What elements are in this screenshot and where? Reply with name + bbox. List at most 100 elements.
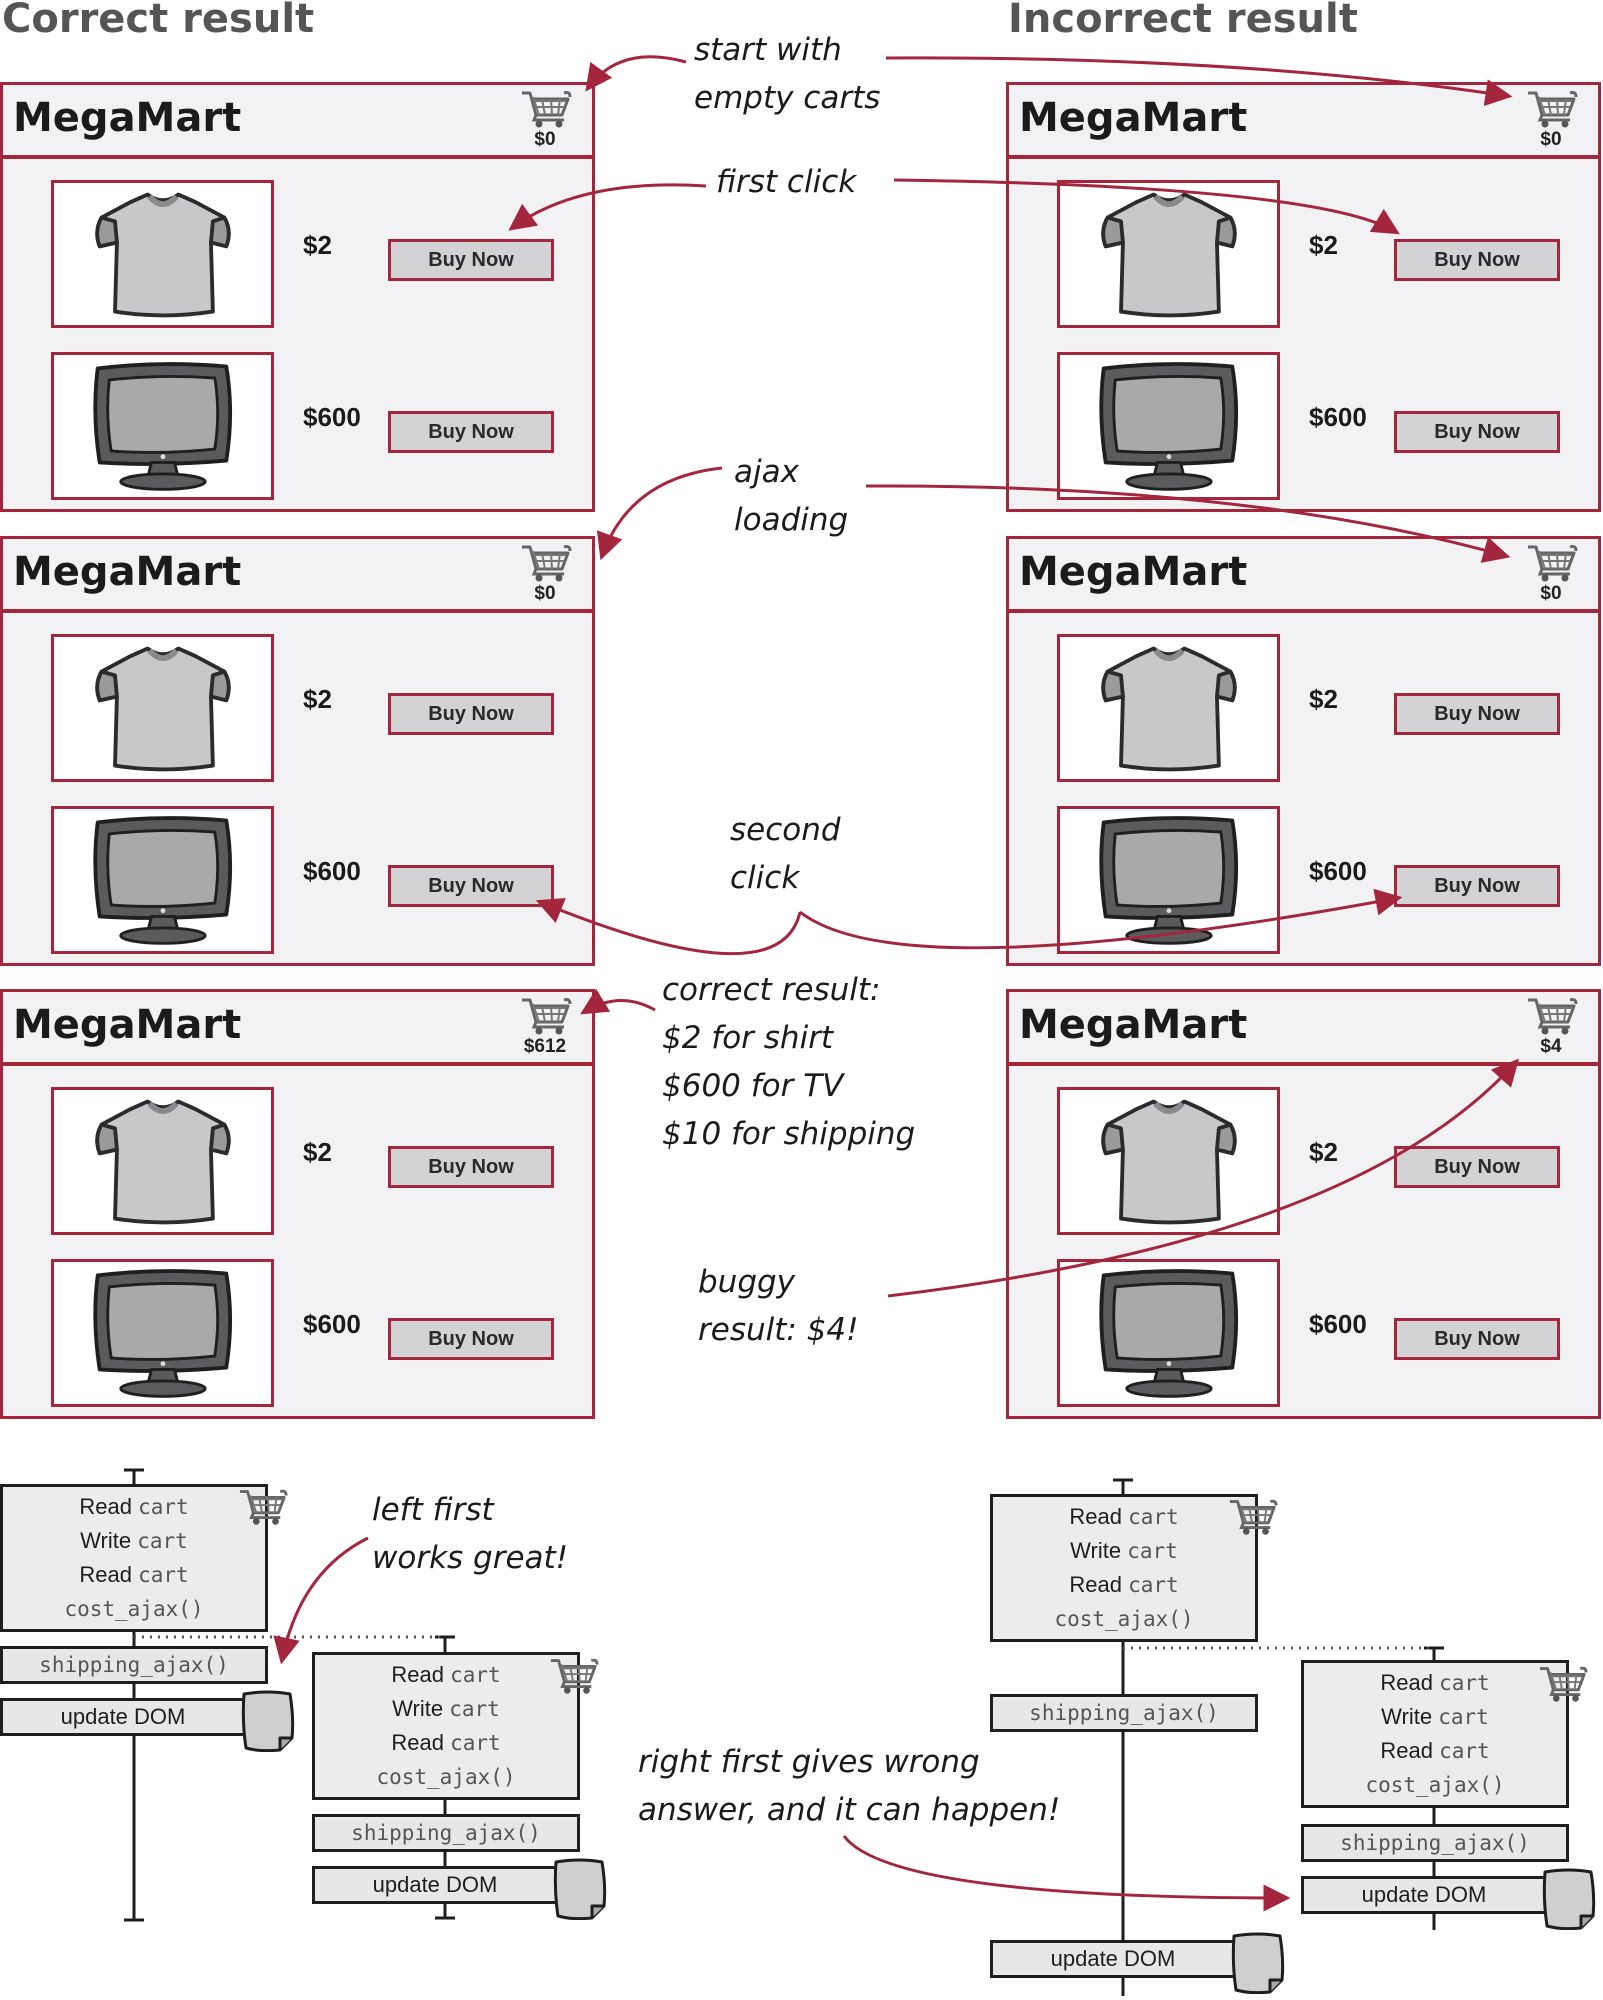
update-dom-step: update DOM <box>0 1698 246 1736</box>
store-header: MegaMart $0 <box>1009 85 1598 159</box>
tv-price: $600 <box>1309 1309 1367 1339</box>
cart-total: $0 <box>534 129 556 150</box>
cart-label: cart <box>1439 1739 1490 1763</box>
update-dom-step: update DOM <box>990 1940 1236 1978</box>
product-row-tv: $600 Buy Now <box>3 806 592 961</box>
store-header: MegaMart $0 <box>1009 539 1598 613</box>
tv-price: $600 <box>303 1309 361 1339</box>
cart-label: cart <box>1438 1705 1489 1729</box>
buy-now-button[interactable]: Buy Now <box>1394 1318 1560 1360</box>
tv-icon <box>54 355 271 497</box>
cart-label: cart <box>1439 1671 1490 1695</box>
store-brand: MegaMart <box>1019 549 1248 595</box>
write-label: Write <box>80 1528 132 1553</box>
buy-now-button[interactable]: Buy Now <box>388 865 554 907</box>
store-panel-right-1: MegaMart $0 $2 Buy Now $600 Buy Now <box>1006 82 1601 512</box>
product-row-shirt: $2 Buy Now <box>1009 634 1598 789</box>
write-label: Write <box>392 1696 444 1721</box>
buy-now-button[interactable]: Buy Now <box>1394 865 1560 907</box>
cart-label: cart <box>1128 1573 1179 1597</box>
cart-icon <box>520 89 572 129</box>
shirt-image <box>1057 180 1280 328</box>
product-row-tv: $600 Buy Now <box>3 1259 592 1414</box>
shirt-price: $2 <box>1309 684 1338 714</box>
tv-price: $600 <box>303 402 361 432</box>
cost-ajax-label: cost_ajax() <box>64 1597 204 1621</box>
product-row-shirt: $2 Buy Now <box>1009 180 1598 335</box>
store-header: MegaMart $0 <box>3 85 592 159</box>
buy-now-button[interactable]: Buy Now <box>1394 411 1560 453</box>
buy-now-button[interactable]: Buy Now <box>388 1318 554 1360</box>
cost-ajax-label: cost_ajax() <box>1365 1773 1505 1797</box>
read-label: Read <box>1069 1572 1122 1597</box>
shirt-price: $2 <box>1309 230 1338 260</box>
tv-icon <box>1060 809 1277 951</box>
store-brand: MegaMart <box>13 95 242 141</box>
buy-now-button[interactable]: Buy Now <box>1394 693 1560 735</box>
cart-label: cart <box>138 1495 189 1519</box>
cart-icon <box>1526 89 1578 129</box>
timeline-left-action-2: Read cart Write cart Read cart cost_ajax… <box>312 1652 580 1800</box>
product-row-shirt: $2 Buy Now <box>1009 1087 1598 1242</box>
shipping-ajax-step: shipping_ajax() <box>0 1646 268 1684</box>
buy-now-button[interactable]: Buy Now <box>388 693 554 735</box>
shirt-icon <box>54 183 271 325</box>
note-first-click: first click <box>716 164 857 200</box>
shirt-price: $2 <box>303 684 332 714</box>
note-buggy-result: buggy result: $4! <box>698 1264 859 1348</box>
read-label: Read <box>391 1662 444 1687</box>
buy-now-button[interactable]: Buy Now <box>1394 239 1560 281</box>
buy-now-button[interactable]: Buy Now <box>1394 1146 1560 1188</box>
cart-total: $0 <box>534 583 556 604</box>
shipping-ajax-step: shipping_ajax() <box>312 1814 580 1852</box>
read-label: Read <box>1069 1504 1122 1529</box>
store-panel-right-3: MegaMart $4 $2 Buy Now $600 Buy Now <box>1006 989 1601 1419</box>
shirt-image <box>51 180 274 328</box>
store-brand: MegaMart <box>1019 95 1248 141</box>
note-ajax-loading: ajax loading <box>734 454 849 538</box>
store-panel-left-2: MegaMart $0 $2 Buy Now $600 Buy Now <box>0 536 595 966</box>
shirt-image <box>51 1087 274 1235</box>
tv-image <box>51 806 274 954</box>
tv-image <box>51 352 274 500</box>
store-header: MegaMart $0 <box>3 539 592 613</box>
store-brand: MegaMart <box>13 549 242 595</box>
cart-label: cart <box>1127 1539 1178 1563</box>
product-row-shirt: $2 Buy Now <box>3 634 592 789</box>
update-dom-step: update DOM <box>312 1866 558 1904</box>
tv-icon <box>54 1262 271 1404</box>
cart-label: cart <box>1128 1505 1179 1529</box>
cost-ajax-label: cost_ajax() <box>1054 1607 1194 1631</box>
shirt-image <box>1057 1087 1280 1235</box>
store-brand: MegaMart <box>13 1002 242 1048</box>
cart-icon <box>1538 1664 1588 1704</box>
note-start-empty-carts: start with empty carts <box>694 32 881 116</box>
buy-now-button[interactable]: Buy Now <box>388 239 554 281</box>
timeline-left-action-1: Read cart Write cart Read cart cost_ajax… <box>0 1484 268 1632</box>
shirt-icon <box>1060 1090 1277 1232</box>
tv-icon <box>1060 355 1277 497</box>
cart-total: $4 <box>1540 1036 1562 1057</box>
tv-icon <box>54 809 271 951</box>
tv-image <box>51 1259 274 1407</box>
document-icon <box>1541 1866 1597 1930</box>
product-row-tv: $600 Buy Now <box>1009 806 1598 961</box>
cart-icon <box>520 996 572 1036</box>
tv-image <box>1057 806 1280 954</box>
buy-now-button[interactable]: Buy Now <box>388 411 554 453</box>
update-dom-step: update DOM <box>1301 1876 1547 1914</box>
cart-icon <box>549 1656 599 1696</box>
cart-label: cart <box>449 1697 500 1721</box>
store-panel-right-2: MegaMart $0 $2 Buy Now $600 Buy Now <box>1006 536 1601 966</box>
shirt-image <box>51 634 274 782</box>
read-label: Read <box>391 1730 444 1755</box>
cart-label: cart <box>138 1563 189 1587</box>
shirt-icon <box>54 1090 271 1232</box>
cart-total: $0 <box>1540 129 1562 150</box>
product-row-tv: $600 Buy Now <box>1009 1259 1598 1414</box>
store-header: MegaMart $612 <box>3 992 592 1066</box>
cart-icon <box>238 1487 288 1527</box>
shirt-price: $2 <box>303 1137 332 1167</box>
tv-image <box>1057 352 1280 500</box>
buy-now-button[interactable]: Buy Now <box>388 1146 554 1188</box>
